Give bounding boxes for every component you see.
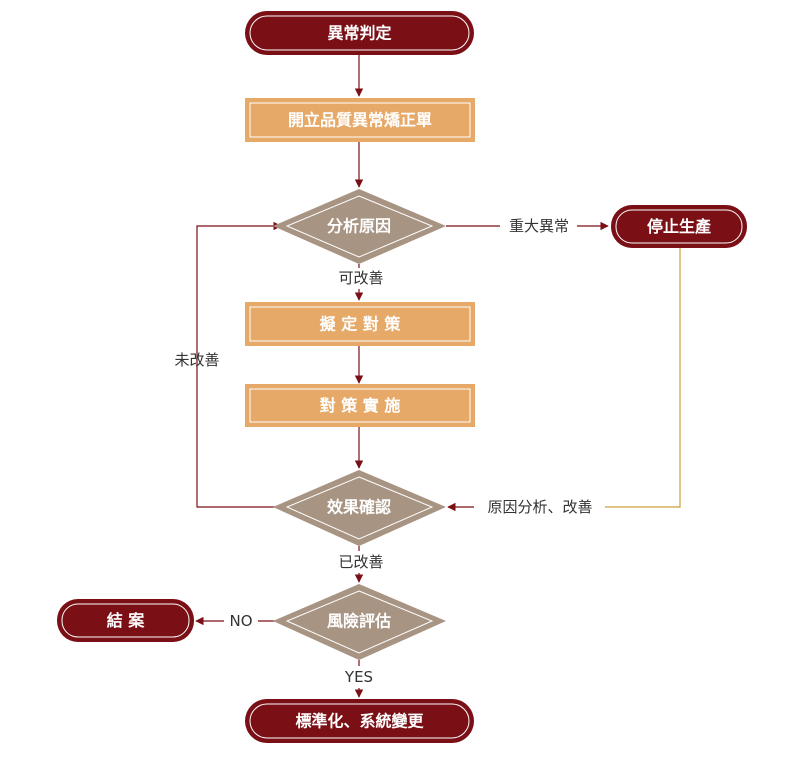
node-open-sheet-label: 開立品質異常矯正單 bbox=[288, 111, 432, 130]
node-abnormal-judgment: 異常判定 bbox=[245, 11, 474, 55]
node-effect-confirm-label: 效果確認 bbox=[327, 498, 391, 517]
label-yes: YES bbox=[344, 668, 373, 686]
node-plan-countermeasure: 擬 定 對 策 bbox=[245, 302, 475, 346]
node-risk-assess: 風險評估 bbox=[273, 584, 446, 660]
node-close-case-label: 結 案 bbox=[107, 611, 146, 630]
node-stop-production-label: 停止生產 bbox=[647, 217, 711, 236]
label-not-improved: 未改善 bbox=[174, 351, 219, 369]
node-plan-countermeasure-label: 擬 定 對 策 bbox=[320, 315, 402, 334]
node-standardize-label: 標準化、系統變更 bbox=[295, 712, 424, 731]
node-implement-countermeasure-label: 對 策 實 施 bbox=[320, 396, 401, 415]
label-cause-analysis-improve: 原因分析、改善 bbox=[487, 498, 592, 516]
node-abnormal-judgment-label: 異常判定 bbox=[327, 24, 391, 43]
label-improved: 已改善 bbox=[338, 553, 383, 571]
label-major-abnormal: 重大異常 bbox=[509, 217, 569, 235]
node-effect-confirm: 效果確認 bbox=[273, 470, 446, 546]
node-implement-countermeasure: 對 策 實 施 bbox=[245, 384, 475, 427]
node-risk-assess-label: 風險評估 bbox=[327, 612, 391, 631]
label-can-improve: 可改善 bbox=[338, 269, 383, 287]
node-analyze-cause: 分析原因 bbox=[273, 189, 446, 264]
node-standardize: 標準化、系統變更 bbox=[245, 699, 474, 743]
edge-stop-return-line bbox=[605, 248, 681, 508]
node-open-sheet: 開立品質異常矯正單 bbox=[245, 98, 475, 142]
node-analyze-cause-label: 分析原因 bbox=[327, 217, 391, 236]
node-close-case: 結 案 bbox=[57, 599, 194, 642]
label-no: NO bbox=[229, 612, 252, 630]
edge-effect-back-to-analyze bbox=[196, 221, 282, 508]
node-stop-production: 停止生產 bbox=[611, 205, 747, 248]
